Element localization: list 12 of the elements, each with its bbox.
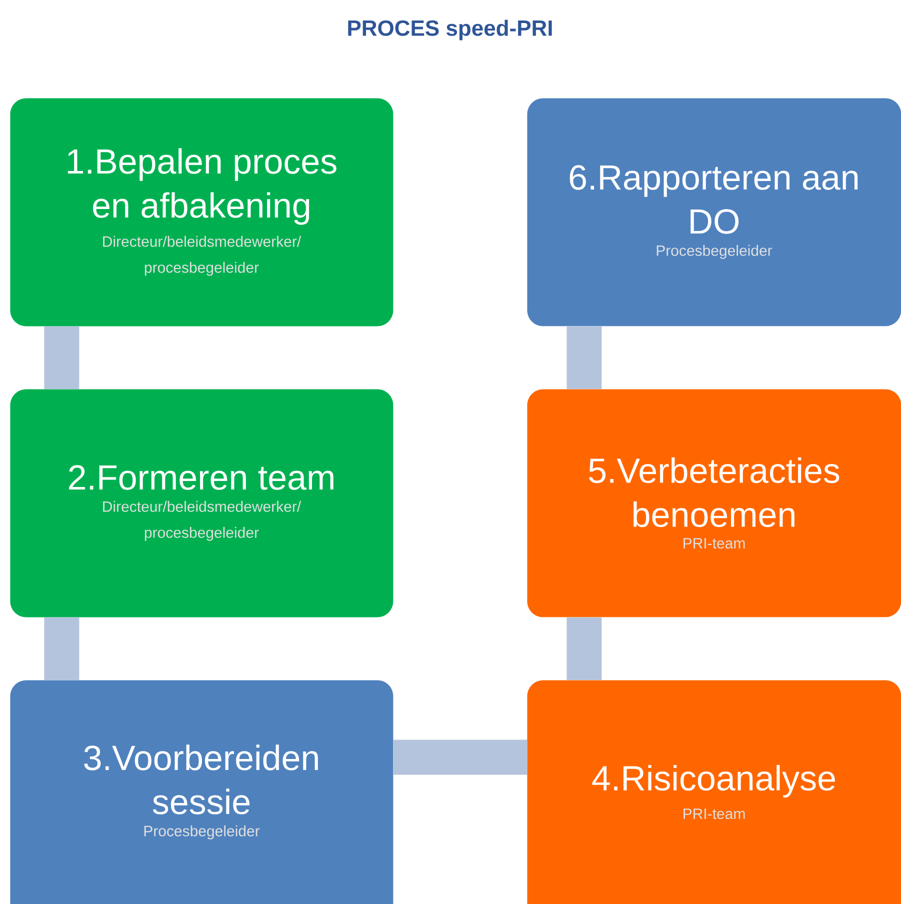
connector-bar [44, 617, 80, 680]
connector-bar [393, 740, 527, 775]
step-box: 6.Rapporteren aan DO Procesbegeleider [527, 98, 901, 326]
connector-bar [566, 326, 602, 389]
step-box: 4.Risicoanalyse PRI-team [527, 680, 901, 904]
step-box: 2.Formeren team Directeur/beleidsmedewerker/ procesbegeleider [10, 389, 394, 618]
connector-bar [44, 326, 80, 389]
step-box: 3.Voorbereiden sessie Procesbegeleider [10, 680, 394, 904]
connector-bar [566, 617, 602, 680]
step-box: 5.Verbeteracties benoemen PRI-team [527, 389, 901, 618]
title: PROCES speed-PRI [348, 20, 552, 40]
step-box: 1.Bepalen proces en afbakening Directeur/beleidsmedewerker/ procesbegeleider [10, 98, 394, 326]
